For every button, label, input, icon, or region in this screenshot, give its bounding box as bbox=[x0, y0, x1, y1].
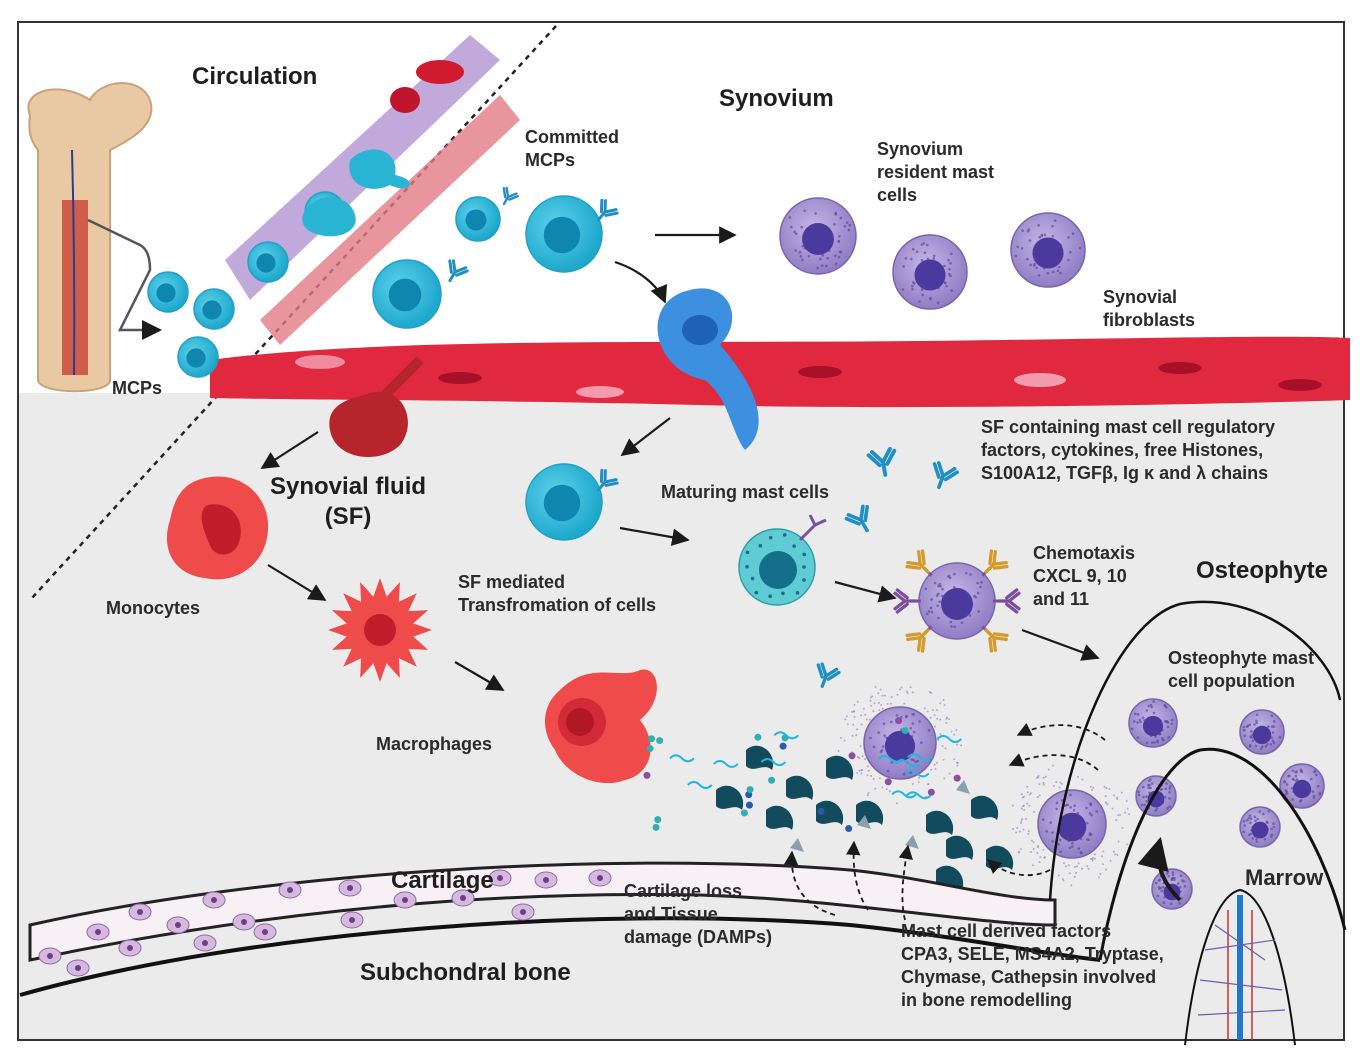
label-osteophyte: Osteophyte bbox=[1196, 556, 1328, 587]
label-synovial-fibroblasts: Synovial fibroblasts bbox=[1103, 286, 1195, 332]
label-subchondral-bone: Subchondral bone bbox=[360, 958, 571, 989]
progenitor-cell bbox=[248, 242, 288, 282]
osteophyte-mast-cell bbox=[1136, 776, 1176, 816]
synovium-mast-cell bbox=[780, 198, 856, 274]
label-osteophyte-mast-cells: Osteophyte mast cell population bbox=[1168, 647, 1314, 693]
activated-mast-cell bbox=[895, 549, 1019, 652]
degranulating-mast-cell bbox=[1038, 790, 1106, 858]
label-mcps: MCPs bbox=[112, 377, 162, 400]
label-synovial-fluid: Synovial fluid (SF) bbox=[270, 472, 426, 532]
monocyte bbox=[167, 477, 268, 580]
progenitor-cell bbox=[178, 337, 218, 377]
progenitor-cell bbox=[148, 272, 188, 312]
progenitor-cell bbox=[194, 289, 234, 329]
progenitor-cell bbox=[456, 197, 500, 241]
synovium-mast-cell bbox=[893, 235, 967, 309]
label-macrophages: Macrophages bbox=[376, 733, 492, 756]
label-circulation: Circulation bbox=[192, 62, 317, 93]
label-monocytes: Monocytes bbox=[106, 597, 200, 620]
label-mast-cell-derived-factors: Mast cell derived factors CPA3, SELE, MS… bbox=[901, 920, 1164, 1012]
label-synovium-resident-mast-cells: Synovium resident mast cells bbox=[877, 138, 994, 207]
label-maturing-mast-cells: Maturing mast cells bbox=[661, 481, 829, 504]
osteophyte-mast-cell bbox=[1240, 807, 1280, 847]
progenitor-cell bbox=[526, 464, 602, 540]
label-cartilage: Cartilage bbox=[391, 866, 494, 897]
synovium-mast-cell bbox=[1011, 213, 1085, 287]
progenitor-cell bbox=[373, 260, 441, 328]
label-sf-mediated-transformation: SF mediated Transfromation of cells bbox=[458, 571, 656, 617]
transforming-cell bbox=[328, 578, 432, 682]
label-cartilage-loss: Cartilage loss and Tissue damage (DAMPs) bbox=[624, 880, 772, 949]
label-committed-mcps: Committed MCPs bbox=[525, 126, 619, 172]
osteophyte-mast-cell bbox=[1240, 710, 1284, 754]
progenitor-cell bbox=[526, 196, 602, 272]
label-marrow: Marrow bbox=[1245, 864, 1323, 892]
label-sf-factors: SF containing mast cell regulatory facto… bbox=[981, 416, 1275, 485]
label-synovium: Synovium bbox=[719, 84, 834, 115]
label-chemotaxis: Chemotaxis CXCL 9, 10 and 11 bbox=[1033, 542, 1135, 611]
osteophyte-mast-cell bbox=[1129, 699, 1177, 747]
